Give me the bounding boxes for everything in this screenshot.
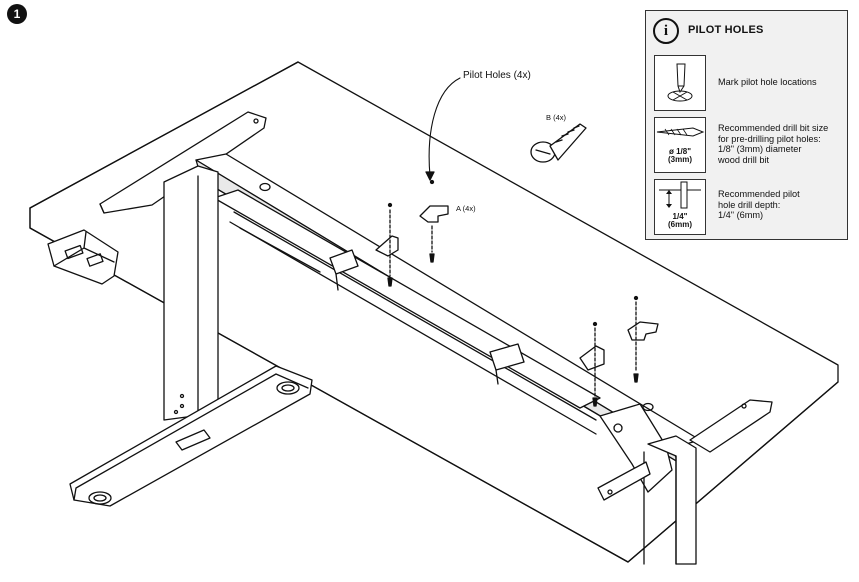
drill-bit-text: Recommended drill bit size for pre-drill… <box>718 123 829 165</box>
left-top-bracket <box>99 111 267 214</box>
left-leg <box>163 165 219 421</box>
drill-bit-icon <box>656 127 705 137</box>
control-box <box>47 229 119 285</box>
mark-hole-illustration <box>654 55 706 111</box>
pilot-holes-callout: Pilot Holes (4x) <box>463 70 531 81</box>
step-number-badge: 1 <box>7 4 27 24</box>
drill-bit-illustration: ø 1/8" (3mm) <box>654 117 706 173</box>
right-leg <box>597 399 773 565</box>
screw-b-illustration <box>530 123 587 163</box>
left-foot <box>69 365 313 507</box>
step-number: 1 <box>13 7 21 21</box>
drill-depth-icon <box>659 181 701 209</box>
drill-depth-label: 1/4" (6mm) <box>667 212 692 230</box>
bracket-parts-a <box>375 205 659 397</box>
panel-title: PILOT HOLES <box>688 24 764 36</box>
screws <box>387 179 639 407</box>
part-b-label: B (4x) <box>546 113 567 122</box>
drill-depth-illustration: 1/4" (6mm) <box>654 179 706 235</box>
arrow-head <box>425 171 435 181</box>
info-icon: i <box>653 18 679 44</box>
pilot-holes-arrow <box>428 77 461 177</box>
pencil-mark-icon <box>667 63 693 102</box>
mark-hole-text: Mark pilot hole locations <box>718 77 817 87</box>
main-beam <box>195 153 701 463</box>
drill-size-label: ø 1/8" (3mm) <box>667 147 692 165</box>
drill-depth-text: Recommended pilot hole drill depth: 1/4"… <box>718 189 800 221</box>
pilot-holes-info-panel: i PILOT HOLES Mark pilot hole locations … <box>645 10 848 240</box>
part-a-label: A (4x) <box>456 204 476 213</box>
